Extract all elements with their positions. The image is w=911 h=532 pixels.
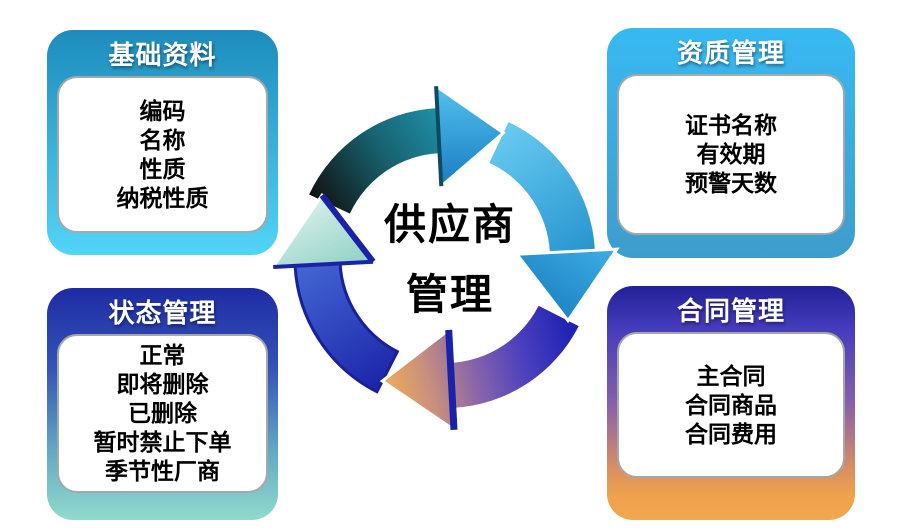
cycle-edge-accent — [319, 193, 376, 264]
list-item: 编码 — [139, 97, 186, 124]
panel-qualification-title: 资质管理 — [676, 37, 785, 68]
list-item: 名称 — [139, 126, 186, 153]
panel-contract-title: 合同管理 — [676, 295, 785, 326]
list-item: 主合同 — [696, 362, 766, 389]
center-title-line1: 供应商 — [383, 201, 516, 248]
panel-qualification-body: 证书名称 有效期 预警天数 — [617, 74, 845, 235]
cycle-arc-top-right — [489, 122, 595, 253]
list-item: 性质 — [139, 155, 186, 182]
list-item: 合同费用 — [685, 420, 777, 447]
cycle-arc-top-left — [309, 108, 440, 214]
panel-status: 状态管理 正常 即将删除 已删除 暂时禁止下单 季节性厂商 — [47, 288, 278, 520]
list-item: 证书名称 — [685, 112, 777, 138]
panel-status-title: 状态管理 — [108, 297, 217, 328]
list-item: 预警天数 — [685, 170, 777, 196]
center-title-line2: 管理 — [405, 271, 494, 318]
list-item: 有效期 — [696, 141, 766, 167]
list-item: 已删除 — [128, 400, 197, 426]
supplier-cycle-diagram — [270, 83, 620, 433]
center-title: 供应商 管理 — [330, 202, 570, 318]
panel-basic-info-title: 基础资料 — [108, 39, 217, 70]
cycle-edge-accent — [445, 329, 458, 430]
cycle-arrowhead-right-icon — [513, 247, 620, 324]
cycle-arrowhead-bottom-icon — [379, 326, 456, 433]
panel-basic-info-body: 编码 名称 性质 纳税性质 — [57, 76, 268, 233]
panel-qualification: 资质管理 证书名称 有效期 预警天数 — [607, 28, 855, 258]
cycle-arc-bottom-right — [450, 305, 579, 408]
list-item: 季节性厂商 — [105, 458, 220, 484]
cycle-arrowhead-top-icon — [434, 83, 506, 190]
panel-status-body: 正常 即将删除 已删除 暂时禁止下单 季节性厂商 — [57, 334, 268, 493]
panel-basic-info: 基础资料 编码 名称 性质 纳税性质 — [47, 30, 278, 255]
list-item: 暂时禁止下单 — [93, 429, 232, 455]
cycle-edge-accent — [273, 259, 374, 269]
list-item: 合同商品 — [685, 391, 777, 418]
panel-contract: 合同管理 主合同 合同商品 合同费用 — [607, 286, 855, 520]
list-item: 即将删除 — [116, 371, 209, 397]
list-item: 正常 — [139, 342, 186, 368]
list-item: 纳税性质 — [116, 184, 209, 211]
cycle-edge-accent — [434, 86, 444, 187]
panel-contract-body: 主合同 合同商品 合同费用 — [617, 332, 845, 478]
